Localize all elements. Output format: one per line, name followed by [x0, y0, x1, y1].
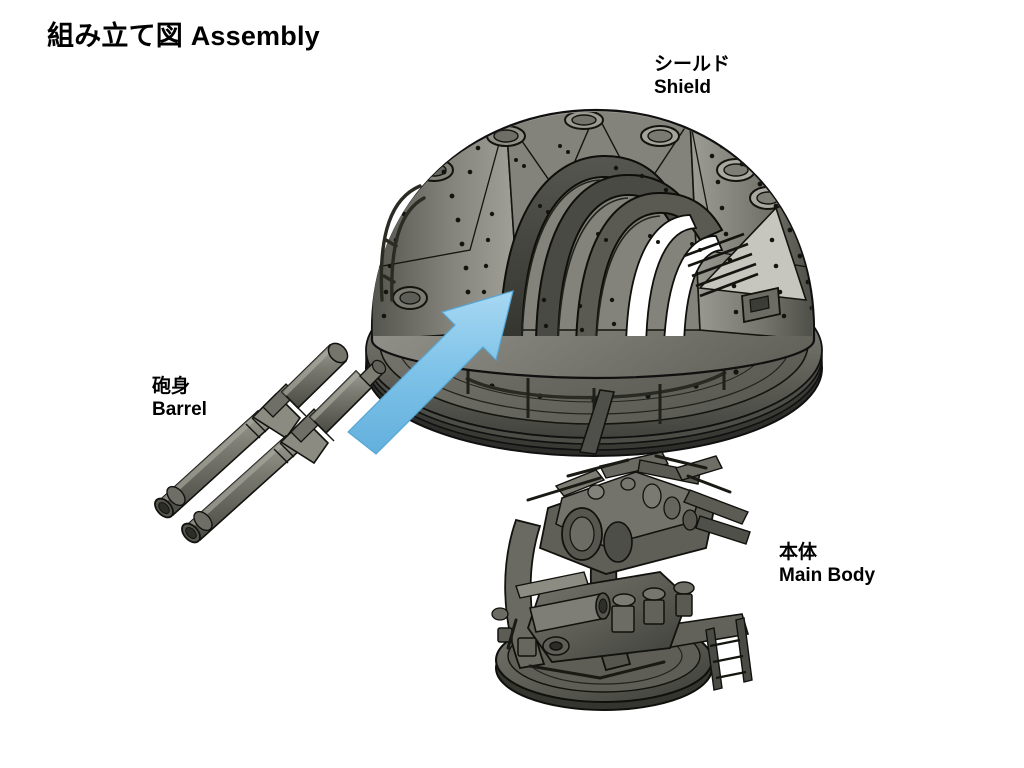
- part-shield: [365, 108, 823, 457]
- mount-base-fittings: [491, 581, 695, 680]
- gun-port-opening-1: [625, 214, 698, 336]
- barrel-lower: [181, 359, 387, 544]
- shield-handrail: [379, 184, 426, 302]
- label-barrel: 砲身 Barrel: [152, 376, 207, 421]
- recoil-cylinder: [515, 571, 611, 633]
- gun-port-louvres: [683, 232, 759, 298]
- mount-cradle-assembly: [526, 451, 751, 575]
- label-main-body: 本体 Main Body: [779, 542, 876, 587]
- part-main-body: [491, 389, 753, 711]
- gun-port-arch-3: [574, 191, 724, 336]
- barrel-upper: [154, 342, 349, 519]
- dome-hatch: [741, 286, 781, 324]
- mount-pintle-stem: [578, 389, 616, 455]
- gun-port-slots: [498, 154, 759, 336]
- label-shield: シールド Shield: [654, 54, 731, 99]
- part-barrel: [154, 342, 387, 544]
- assembly-direction-arrow: [347, 290, 514, 455]
- page-title: 組み立て図 Assembly: [47, 21, 320, 51]
